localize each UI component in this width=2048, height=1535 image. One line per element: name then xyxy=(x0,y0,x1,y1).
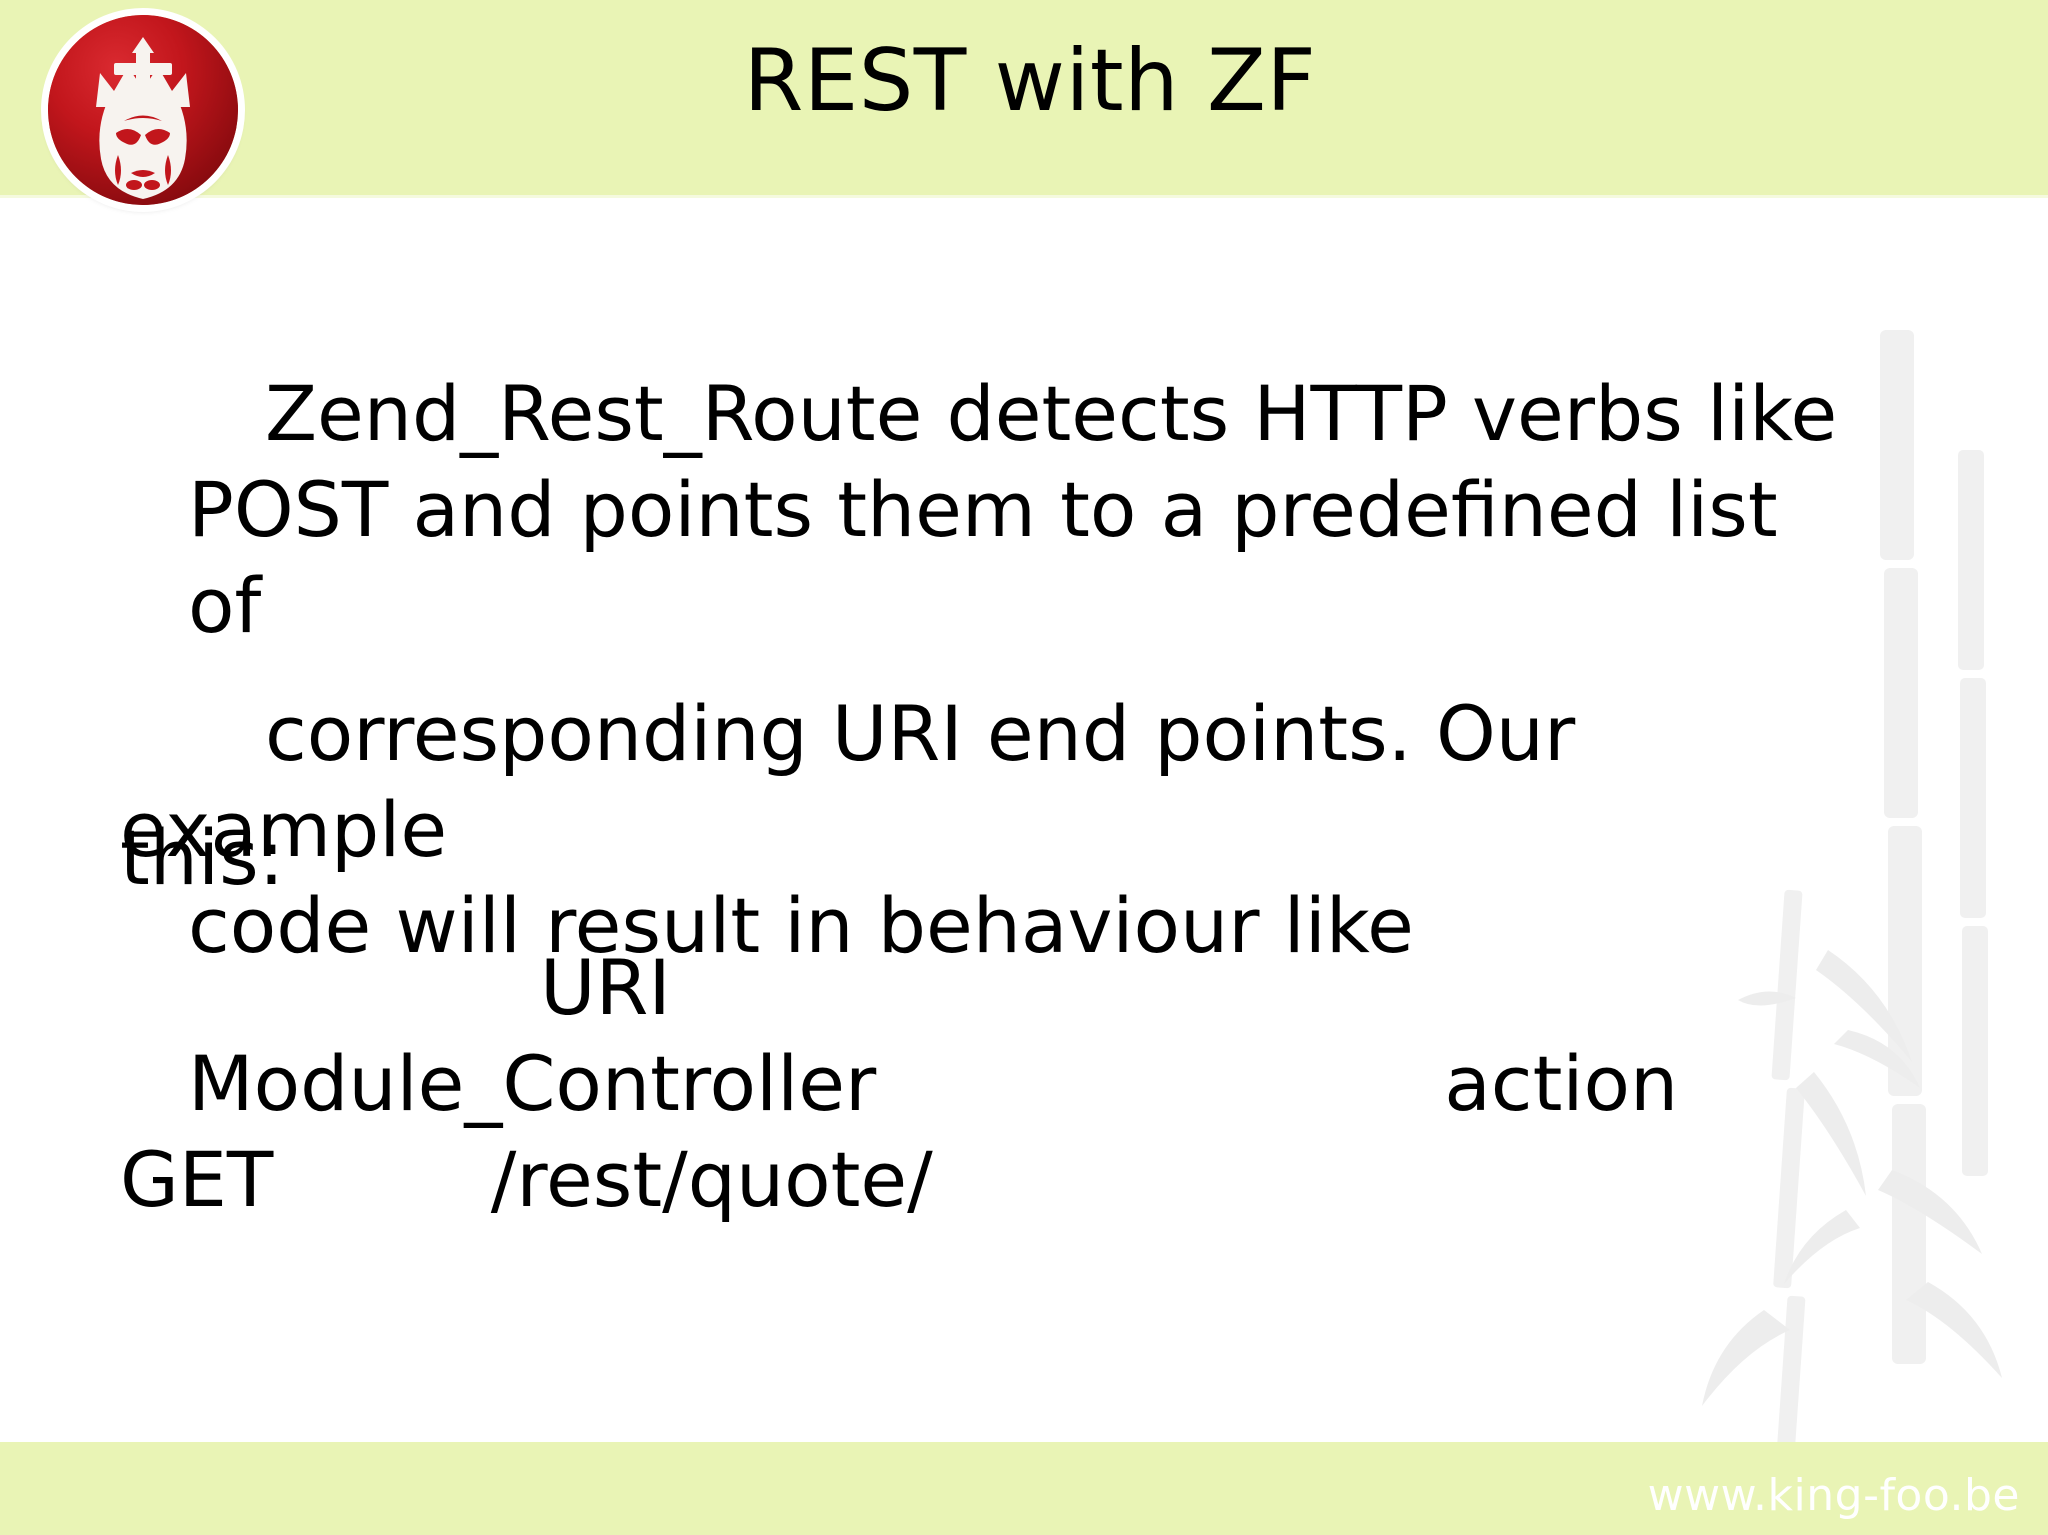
paragraph-2-line-1: corresponding URI end points. Our exampl… xyxy=(120,689,1600,874)
paragraph-1-line-1: Zend_Rest_Route detects HTTP verbs like xyxy=(264,369,1838,458)
slide-footer-band xyxy=(0,1442,2048,1535)
paragraph-2-line-2: code will result in behaviour like xyxy=(188,881,1414,970)
paragraph-2: corresponding URI end points. Our exampl… xyxy=(120,590,1920,1166)
table-header-module-controller: Module_Controller xyxy=(188,1039,877,1128)
table-cell-gap xyxy=(273,1135,490,1224)
table-header-uri: URI xyxy=(540,943,671,1032)
slide-header-band xyxy=(0,0,2048,198)
table-header-gap xyxy=(876,1039,1444,1128)
table-row: GET /rest/quote/ xyxy=(120,1132,1720,1228)
king-foo-logo-icon xyxy=(48,15,238,205)
table-header-action: action xyxy=(1444,1039,1679,1128)
footer-website-url: www.king-foo.be xyxy=(1647,1470,2020,1521)
paragraph-1-line-3: of xyxy=(188,561,262,650)
table-cell-uri: /rest/quote/ xyxy=(490,1135,933,1224)
table-header-row: Module_Controller action xyxy=(120,1036,1720,1132)
routing-table: URI Module_Controller action GET /rest/q… xyxy=(120,940,1720,1228)
paragraph-3: this: xyxy=(120,813,285,902)
paragraph-1-line-2: POST and points them to a predefined lis… xyxy=(188,465,1778,554)
table-cell-verb: GET xyxy=(120,1135,274,1224)
page-title: REST with ZF xyxy=(743,31,1317,131)
